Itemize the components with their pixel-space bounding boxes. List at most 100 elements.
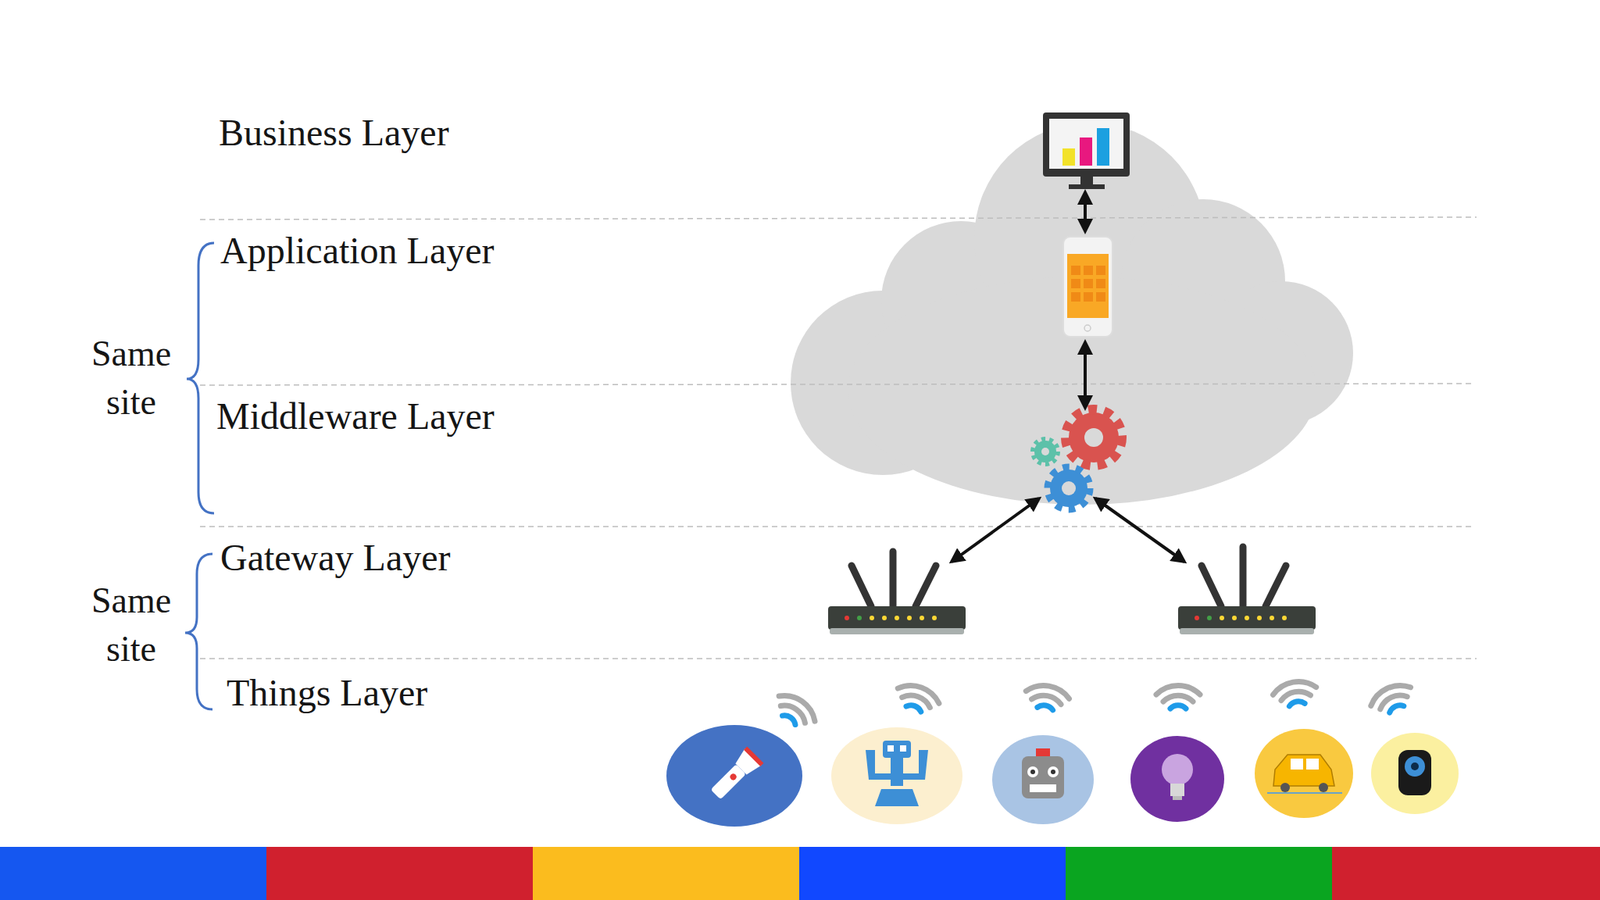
- robot-arm-device-part: [887, 745, 894, 752]
- wifi-symbol-part-part: [1367, 678, 1411, 706]
- layer-name: Gateway Layer: [220, 535, 451, 581]
- robot-head-device-part: [1047, 766, 1059, 778]
- wifi-symbol-part: [1367, 678, 1417, 718]
- bulb-device-part: [1172, 796, 1183, 800]
- robot-head-device-part: [1029, 784, 1057, 793]
- wifi-symbol-part-part: [1156, 685, 1200, 695]
- router-icon-part: [851, 551, 936, 607]
- flow-arrow-part: [951, 498, 1040, 562]
- wifi-symbol-part: [771, 689, 821, 733]
- gears-icon-part-part: [1061, 481, 1076, 496]
- monitor-icon-part: [1068, 184, 1105, 190]
- car-device-part: [1306, 758, 1319, 770]
- phone-icon-part: [1063, 236, 1113, 337]
- layer-name: Things Layer: [226, 670, 428, 716]
- color-bar-part: [266, 846, 534, 900]
- wifi-symbol-part-part: [1280, 689, 1311, 700]
- wifi-symbol: [771, 678, 1417, 733]
- phone-icon-part-part: [1071, 278, 1081, 289]
- monitor-icon-part: [1080, 176, 1093, 185]
- wifi-symbol-part-part: [897, 679, 943, 704]
- monitor-icon-part: [1062, 148, 1075, 166]
- wifi-symbol-part: [1156, 685, 1200, 709]
- robot-head-device: [992, 735, 1094, 825]
- router-icon-part: [907, 615, 912, 621]
- camera-device-part: [1410, 762, 1419, 771]
- router-icon-part-part: [1265, 565, 1286, 607]
- robot-arm-device-part: [900, 745, 907, 752]
- gears-icon-part-part: [1065, 409, 1122, 466]
- wifi-symbol-part-part: [1025, 682, 1071, 699]
- phone-icon-part: [1071, 265, 1106, 302]
- monitor-icon-part: [1079, 137, 1093, 166]
- camera-device: [1371, 732, 1459, 815]
- bulb-device: [1130, 735, 1225, 822]
- router-icon-part: [857, 615, 862, 621]
- router-icon-part-part: [1239, 546, 1247, 607]
- router-icon-part-part: [889, 551, 897, 607]
- robot-head-device-part: [1027, 766, 1039, 778]
- flashlight-device-part: [666, 725, 803, 827]
- car-device-part: [1280, 782, 1290, 793]
- layer-separator: [200, 217, 1477, 659]
- router-icon-part: [829, 628, 965, 635]
- wifi-symbol-part-part: [1388, 703, 1404, 713]
- flow-arrow-part: [1083, 342, 1087, 408]
- flow-arrow: [951, 192, 1185, 562]
- router-icon: [1178, 546, 1316, 635]
- cloud: [790, 122, 1354, 505]
- layer-separator-part: [200, 383, 1472, 386]
- phone-icon-part-part: [1096, 292, 1106, 302]
- router-icon-part: [1194, 615, 1200, 621]
- robot-arm-device-part-part: [875, 789, 919, 807]
- robot-arm-device: [831, 727, 963, 825]
- phone-icon-part-part: [1083, 292, 1093, 302]
- car-device-part: [1254, 728, 1354, 818]
- layer-name: Middleware Layer: [216, 393, 495, 440]
- phone-icon-part: [1067, 253, 1109, 318]
- phone-icon-part-part: [1096, 278, 1106, 289]
- camera-device-part: [1371, 732, 1459, 815]
- bulb-device-part: [1130, 735, 1225, 822]
- group-note: Same site: [72, 576, 190, 674]
- robot-arm-device-part-part: [903, 750, 929, 780]
- gears-icon-part-part: [1047, 467, 1090, 510]
- color-bar-part: [1065, 846, 1333, 900]
- router-icon-part: [828, 606, 966, 630]
- monitor-icon: [1042, 112, 1130, 190]
- bulb-device-part: [1170, 783, 1185, 797]
- car-device-part: [1290, 758, 1304, 770]
- camera-device-part: [1398, 750, 1432, 796]
- robot-head-device-part: [1035, 748, 1050, 757]
- router-icon-part: [1244, 615, 1250, 621]
- flashlight-device-part: [707, 746, 764, 804]
- router-icon-part: [932, 615, 937, 621]
- gears-icon-part: [1032, 439, 1058, 465]
- router-icon-part: [882, 615, 887, 621]
- brace: [185, 242, 215, 710]
- gears-icon-part-part: [1041, 447, 1050, 456]
- layer-name: Application Layer: [220, 228, 495, 274]
- wifi-symbol-part-part: [1032, 692, 1063, 704]
- router-icon: [828, 551, 966, 635]
- router-icon-part: [844, 615, 850, 621]
- robot-head-device-part: [1050, 769, 1056, 775]
- wifi-symbol-part: [1271, 678, 1319, 709]
- brace-part: [185, 553, 213, 710]
- flow-arrow-part: [1083, 192, 1087, 232]
- router-icon-part: [1201, 546, 1286, 607]
- flow-arrow-part: [1095, 498, 1185, 562]
- gears-icon-part: [1047, 467, 1090, 510]
- wifi-symbol-part-part: [1289, 700, 1305, 707]
- color-bar-part: [0, 846, 268, 900]
- router-icon-part-part: [915, 565, 936, 607]
- color-bar-part: [532, 846, 800, 900]
- robot-arm-device-part: [865, 740, 929, 807]
- gears-icon: [1032, 409, 1122, 510]
- wifi-symbol-part-part: [1163, 695, 1193, 702]
- robot-arm-device-part-part: [865, 750, 891, 780]
- phone-icon-part-part: [1096, 265, 1106, 275]
- flashlight-device-part-part: [728, 772, 738, 782]
- phone-icon: [1063, 236, 1113, 337]
- color-bar-part: [1332, 846, 1600, 900]
